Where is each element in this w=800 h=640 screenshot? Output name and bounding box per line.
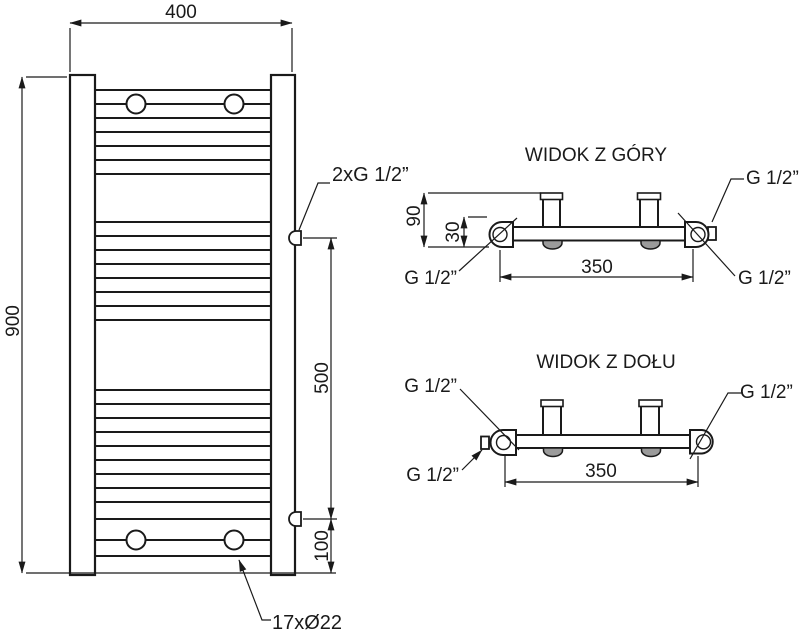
left-fitting-stub [480, 435, 490, 450]
tube-end [640, 239, 661, 250]
mounting-bracket-bottom-right [223, 529, 245, 551]
tube-end [542, 447, 564, 458]
left-fitting-port [492, 226, 508, 243]
leader-tubes [238, 559, 271, 621]
top-view-title: WIDOK Z GÓRY [525, 144, 667, 166]
leader-g-right-top [711, 178, 744, 223]
right-end-fitting [689, 429, 714, 455]
g-label-right-top: G 1/2” [746, 168, 799, 189]
bottom-view: WIDOK Z DOŁU [480, 352, 714, 458]
front-view [68, 73, 302, 577]
bottom-view-title: WIDOK Z DOŁU [536, 352, 675, 373]
top-view-dimensions [420, 178, 744, 282]
upper-connection-fitting [288, 230, 302, 246]
leader-g-right [689, 392, 743, 460]
right-collector [269, 73, 297, 577]
bracket-stub [542, 198, 561, 228]
dim-width-label: 400 [165, 2, 197, 23]
bracket-stub [542, 405, 562, 436]
tube-group [96, 89, 271, 557]
left-fitting-port [495, 434, 512, 451]
mounting-bracket-top-right [223, 93, 245, 115]
left-collector [68, 73, 97, 577]
g-label-left-bottom: G 1/2” [406, 465, 459, 486]
leader-g-left-bottom [461, 449, 483, 471]
dim-depth-label: 90 [404, 205, 425, 226]
left-end-fitting [488, 221, 514, 248]
tube-end [640, 447, 662, 458]
bracket-cap [638, 399, 663, 408]
bottom-view-dimensions [459, 388, 743, 487]
leader-g-left-bottom [458, 217, 518, 272]
tube-end [542, 239, 563, 250]
bracket-cap [540, 399, 564, 408]
leader-g-right-bottom [677, 212, 736, 277]
dim-height-label: 900 [3, 305, 24, 337]
bracket-stub [639, 198, 659, 228]
tubes-label: 17xØ22 [272, 612, 342, 634]
lower-connection-fitting [288, 511, 302, 527]
dim-connection-bottom-label: 100 [312, 530, 333, 562]
mounting-bracket-top-left [125, 93, 147, 115]
dim-350-bottom-label: 350 [585, 461, 617, 482]
collector-bar-top-view [504, 226, 691, 242]
leader-side-connections [298, 182, 330, 231]
dim-350-top-label: 350 [581, 257, 613, 278]
g-label-left-top: G 1/2” [404, 376, 457, 397]
bracket-cap [636, 192, 662, 201]
bracket-cap [539, 192, 564, 201]
dim-offset-label: 30 [443, 221, 464, 242]
g-label-left-bottom: G 1/2” [404, 268, 457, 289]
leader-g-left-top [459, 388, 520, 451]
side-connections-label: 2xG 1/2” [332, 164, 409, 186]
front-view-dimensions [18, 19, 337, 621]
g-label-right-bottom: G 1/2” [738, 268, 791, 289]
collector-bar-bottom-view [509, 434, 696, 449]
mounting-bracket-bottom-left [125, 529, 147, 551]
dim-connection-spacing-label: 500 [312, 362, 333, 394]
bracket-stub [640, 405, 660, 436]
top-view: WIDOK Z GÓRY [488, 144, 717, 250]
right-fitting-port [690, 226, 706, 243]
g-label-right: G 1/2” [740, 382, 793, 403]
